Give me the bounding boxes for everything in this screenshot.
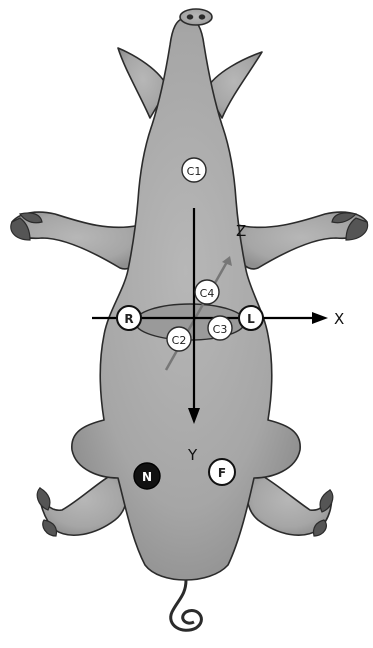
- electrode-c3: C3: [208, 316, 232, 340]
- svg-text:R: R: [124, 312, 133, 326]
- y-axis-label: Y: [187, 446, 198, 464]
- electrode-r: R: [117, 306, 141, 330]
- snout: [180, 9, 212, 25]
- nostril-left: [188, 15, 193, 19]
- tail: [171, 580, 202, 630]
- svg-text:F: F: [218, 466, 226, 480]
- electrode-c4: C4: [195, 280, 219, 304]
- z-axis-label: Z: [236, 222, 246, 240]
- svg-text:C3: C3: [213, 323, 228, 336]
- electrode-n: N: [134, 463, 160, 489]
- electrode-l: L: [239, 306, 263, 330]
- x-axis-arrowhead: [312, 312, 328, 324]
- x-axis-label: X: [334, 310, 344, 328]
- svg-text:L: L: [247, 312, 255, 326]
- nostril-right: [200, 15, 205, 19]
- electrode-c1: C1: [182, 158, 206, 182]
- svg-text:C1: C1: [187, 165, 202, 178]
- hoof-hind-left: [37, 488, 50, 510]
- svg-text:N: N: [142, 470, 152, 484]
- svg-text:C2: C2: [172, 334, 187, 347]
- electrode-f: F: [209, 459, 235, 485]
- svg-text:C4: C4: [200, 287, 215, 300]
- electrode-c2: C2: [167, 327, 191, 351]
